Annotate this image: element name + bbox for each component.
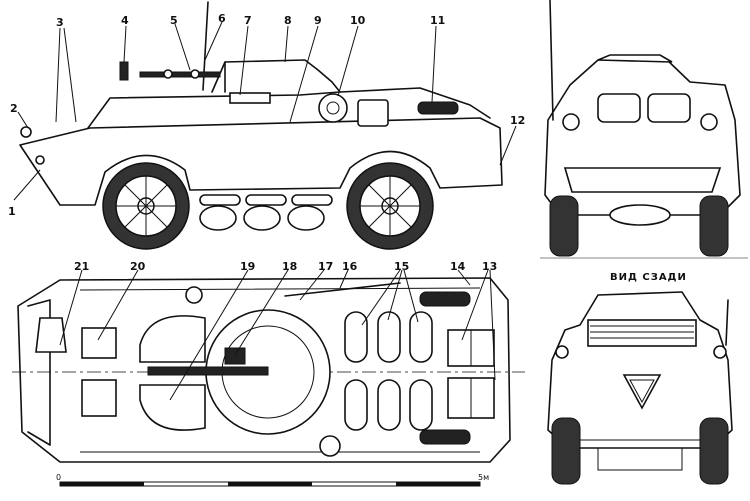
rear-door-emblem bbox=[622, 374, 662, 410]
front-wheels bbox=[549, 195, 729, 257]
callout-8: 8 bbox=[284, 14, 292, 27]
side-turret bbox=[211, 59, 341, 93]
callout-4: 4 bbox=[121, 14, 129, 27]
side-leader-lines bbox=[13, 21, 517, 201]
callout-7: 7 bbox=[244, 14, 252, 27]
side-front-wheel bbox=[102, 162, 190, 250]
top-crew-hatch-left bbox=[139, 315, 206, 363]
front-window-right bbox=[647, 93, 691, 123]
callout-15: 15 bbox=[394, 260, 409, 273]
top-driver-hatch-left bbox=[35, 317, 67, 353]
callout-11: 11 bbox=[430, 14, 445, 27]
side-exhaust-box bbox=[417, 101, 459, 115]
callout-12: 12 bbox=[510, 114, 525, 127]
callout-20: 20 bbox=[130, 260, 146, 273]
top-hatch-front-right bbox=[81, 379, 117, 417]
front-headlight-right bbox=[700, 113, 718, 131]
side-rear-wheel bbox=[346, 162, 434, 250]
callout-13: 13 bbox=[482, 260, 497, 273]
top-machine-gun bbox=[147, 366, 269, 376]
front-window-left bbox=[597, 93, 641, 123]
top-exhaust-box-right bbox=[419, 429, 471, 445]
callout-5: 5 bbox=[170, 14, 178, 27]
top-crew-hatch-right bbox=[139, 384, 206, 431]
rear-grille bbox=[587, 319, 697, 347]
callout-6: 6 bbox=[218, 12, 226, 25]
top-rear-grilles bbox=[447, 329, 495, 419]
callout-14: 14 bbox=[450, 260, 466, 273]
callout-2: 2 bbox=[10, 102, 18, 115]
side-door bbox=[357, 99, 389, 127]
callout-17: 17 bbox=[318, 260, 333, 273]
side-periscope bbox=[119, 61, 129, 81]
top-engine-grilles bbox=[344, 311, 433, 431]
callout-19: 19 bbox=[240, 260, 255, 273]
scale-bar: 0 5м bbox=[56, 473, 489, 487]
rear-view: ВИД СЗАДИ bbox=[547, 272, 733, 485]
rear-view-title: ВИД СЗАДИ bbox=[610, 272, 687, 283]
callout-16: 16 bbox=[342, 260, 358, 273]
side-hull bbox=[19, 117, 503, 206]
callout-18: 18 bbox=[282, 260, 297, 273]
rear-hull bbox=[547, 291, 733, 449]
top-leader-lines bbox=[59, 269, 496, 401]
scale-start-label: 0 bbox=[56, 473, 61, 482]
side-aux-wheels bbox=[199, 205, 325, 231]
callout-3: 3 bbox=[56, 16, 64, 29]
side-ports bbox=[199, 194, 333, 206]
front-headlight-left bbox=[562, 113, 580, 131]
side-hatch bbox=[229, 92, 271, 104]
rear-wheels bbox=[551, 417, 729, 485]
top-exhaust-box bbox=[419, 291, 471, 307]
top-hatch-front-left bbox=[81, 327, 117, 359]
callout-1: 1 bbox=[8, 205, 16, 218]
side-view: 1 2 3 4 5 6 7 8 9 10 11 12 bbox=[8, 1, 525, 250]
front-view bbox=[544, 0, 741, 257]
front-antenna bbox=[549, 0, 554, 121]
callout-10: 10 bbox=[350, 14, 366, 27]
side-spare-wheel bbox=[318, 93, 348, 123]
top-hull-outline bbox=[17, 277, 511, 463]
top-view: 21 20 19 18 17 16 15 14 13 bbox=[12, 260, 525, 463]
scale-end-label: 5м bbox=[478, 473, 489, 482]
callout-9: 9 bbox=[314, 14, 322, 27]
side-machine-gun bbox=[139, 71, 221, 78]
front-bumper bbox=[563, 167, 722, 193]
callout-21: 21 bbox=[74, 260, 89, 273]
